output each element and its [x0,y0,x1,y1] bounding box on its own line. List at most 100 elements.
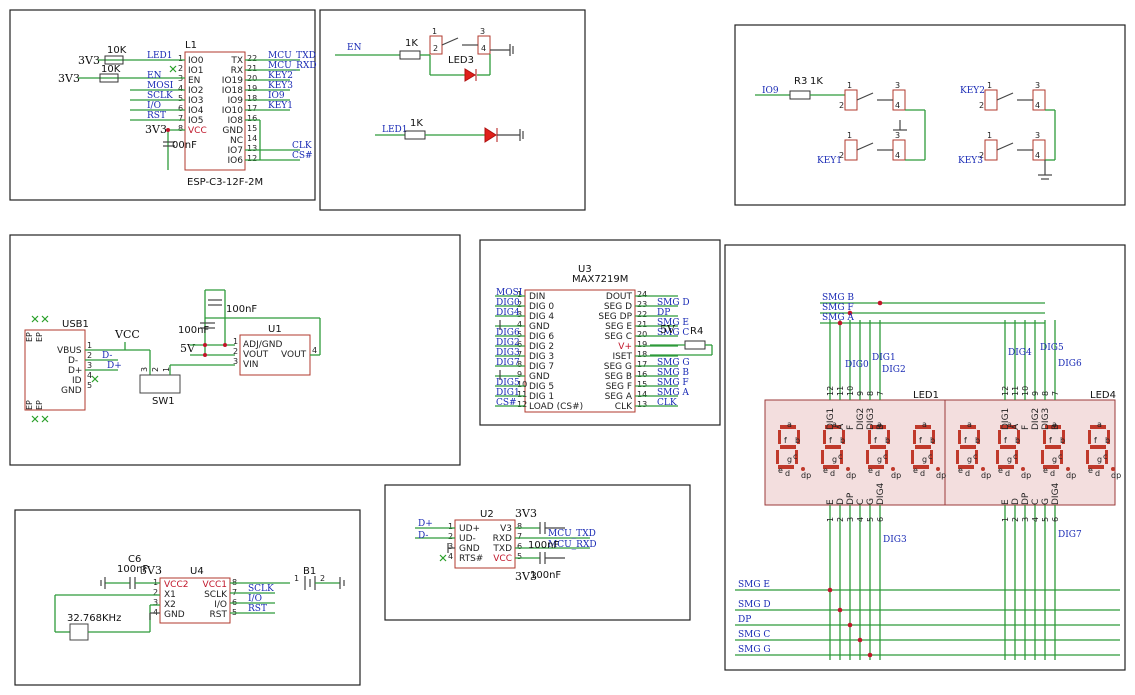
esp-pin-number: 4 [178,84,183,93]
display-net-label: DP [738,615,751,625]
ch-pin-number: 1 [448,522,453,531]
c6-ref: C6 [128,554,141,565]
segment-e [866,450,869,464]
max-pin-label: DOUT [606,292,633,302]
svg-text:2: 2 [87,351,92,360]
display-net-label: SMG G [738,645,771,655]
max-net-label: SMG B [657,368,689,378]
resistor-1k-led [404,130,426,140]
svg-text:1: 1 [432,27,437,36]
segment-b [1017,430,1020,444]
max-pin-number: 5 [517,330,522,339]
crystal [69,623,89,641]
rtc-pin-number: 3 [153,598,158,607]
frame-rtc [14,509,361,686]
segment-e [996,450,999,464]
svg-text:4: 4 [87,371,92,380]
svg-text:2: 2 [233,347,238,356]
display-pin-number: 1 [826,517,835,522]
max-pin-label: SEG DP [598,312,632,322]
usb-ref: USB1 [62,319,89,330]
display-pin-number: 5 [866,517,875,522]
display-digit-net: DIG5 [1040,343,1064,353]
esp-pin-label: IO19 [222,76,243,86]
segment-g [960,445,976,449]
segment-label: g [922,455,927,464]
key-pad [984,139,998,161]
segment-label: a [1097,420,1102,429]
max-net-label: DIG7 [496,358,520,368]
segment-label: c [883,452,887,461]
key-pin: 2 [839,101,844,110]
rtc-pin-label: X2 [164,600,176,610]
rtc-pin-label: VCC2 [164,580,188,590]
u3-value: MAX7219M [572,274,628,285]
segment-f [778,430,781,444]
svg-text:1: 1 [233,337,238,346]
display-pin-number: 10 [846,386,855,396]
display-junction [827,587,833,593]
display-pin-number: 1 [1001,517,1010,522]
rtc-body [159,577,231,624]
segment-g [780,445,796,449]
svg-text:3: 3 [140,367,149,372]
svg-text:1: 1 [294,574,299,583]
segment-label: c [793,452,797,461]
u1-ref: U1 [268,324,282,335]
segment-label: e [1088,466,1093,475]
en-r-value: 1K [405,38,418,49]
segment-label: d [1050,469,1055,478]
segment-label: a [787,420,792,429]
max-pin-number: 16 [637,370,647,379]
segment-b [1107,430,1110,444]
sw1-ref: SW1 [152,396,175,407]
r1-value: 10K [107,45,127,56]
max-pin-number: 17 [637,360,647,369]
key-pin: 4 [1035,151,1040,160]
esp-pin-label: IO5 [188,116,203,126]
ch-cap-b: 100nF [530,570,561,581]
segment-dp [1111,467,1115,471]
segment-c [1105,450,1108,464]
segment-e [821,450,824,464]
segment-label: c [1058,452,1062,461]
segment-label: f [1049,436,1052,445]
svg-text:VBUS: VBUS [57,346,82,356]
led3-diode [464,68,476,82]
max-pin-label: SEG D [604,302,632,312]
max-pin-number: 12 [517,400,527,409]
segment-e [1041,450,1044,464]
svg-text:2: 2 [433,44,438,53]
ch-pin-number: 6 [517,542,522,551]
display-junction [867,652,873,658]
max-pin-label: DIG 2 [529,342,554,352]
ch-pin-label: RXD [493,534,512,544]
key-lever [996,142,1014,151]
segment-label: e [823,466,828,475]
max-pin-label: DIG 1 [529,392,554,402]
segment-b [887,430,890,444]
pwr-3v3-a: 3V3 [78,54,100,67]
ch-net-txd: MCU_TXD [548,529,596,539]
display-pin-number: 8 [866,391,875,396]
led1-ref: LED1 [913,390,939,401]
display-pin-number: 10 [1021,386,1030,396]
ch-pin-label: TXD [492,544,512,554]
key-pin: 3 [1035,131,1040,140]
display-digit-net: DIG0 [845,360,869,370]
max7219-body [524,289,636,413]
segment-a [870,425,886,429]
segment-d [868,465,884,469]
esp-pin-label: TX [230,56,243,66]
max-net-label: DIG2 [496,338,520,348]
svg-text:VOUT: VOUT [243,350,269,360]
regulator-u1 [239,334,311,376]
ch-pin-number: 8 [517,522,522,531]
display-pin-number: 9 [1031,391,1040,396]
segment-label: f [1004,436,1007,445]
switch-sw1 [139,374,181,394]
segment-label: dp [936,471,946,480]
segment-label: dp [981,471,991,480]
display-pin-label: B [876,424,886,430]
